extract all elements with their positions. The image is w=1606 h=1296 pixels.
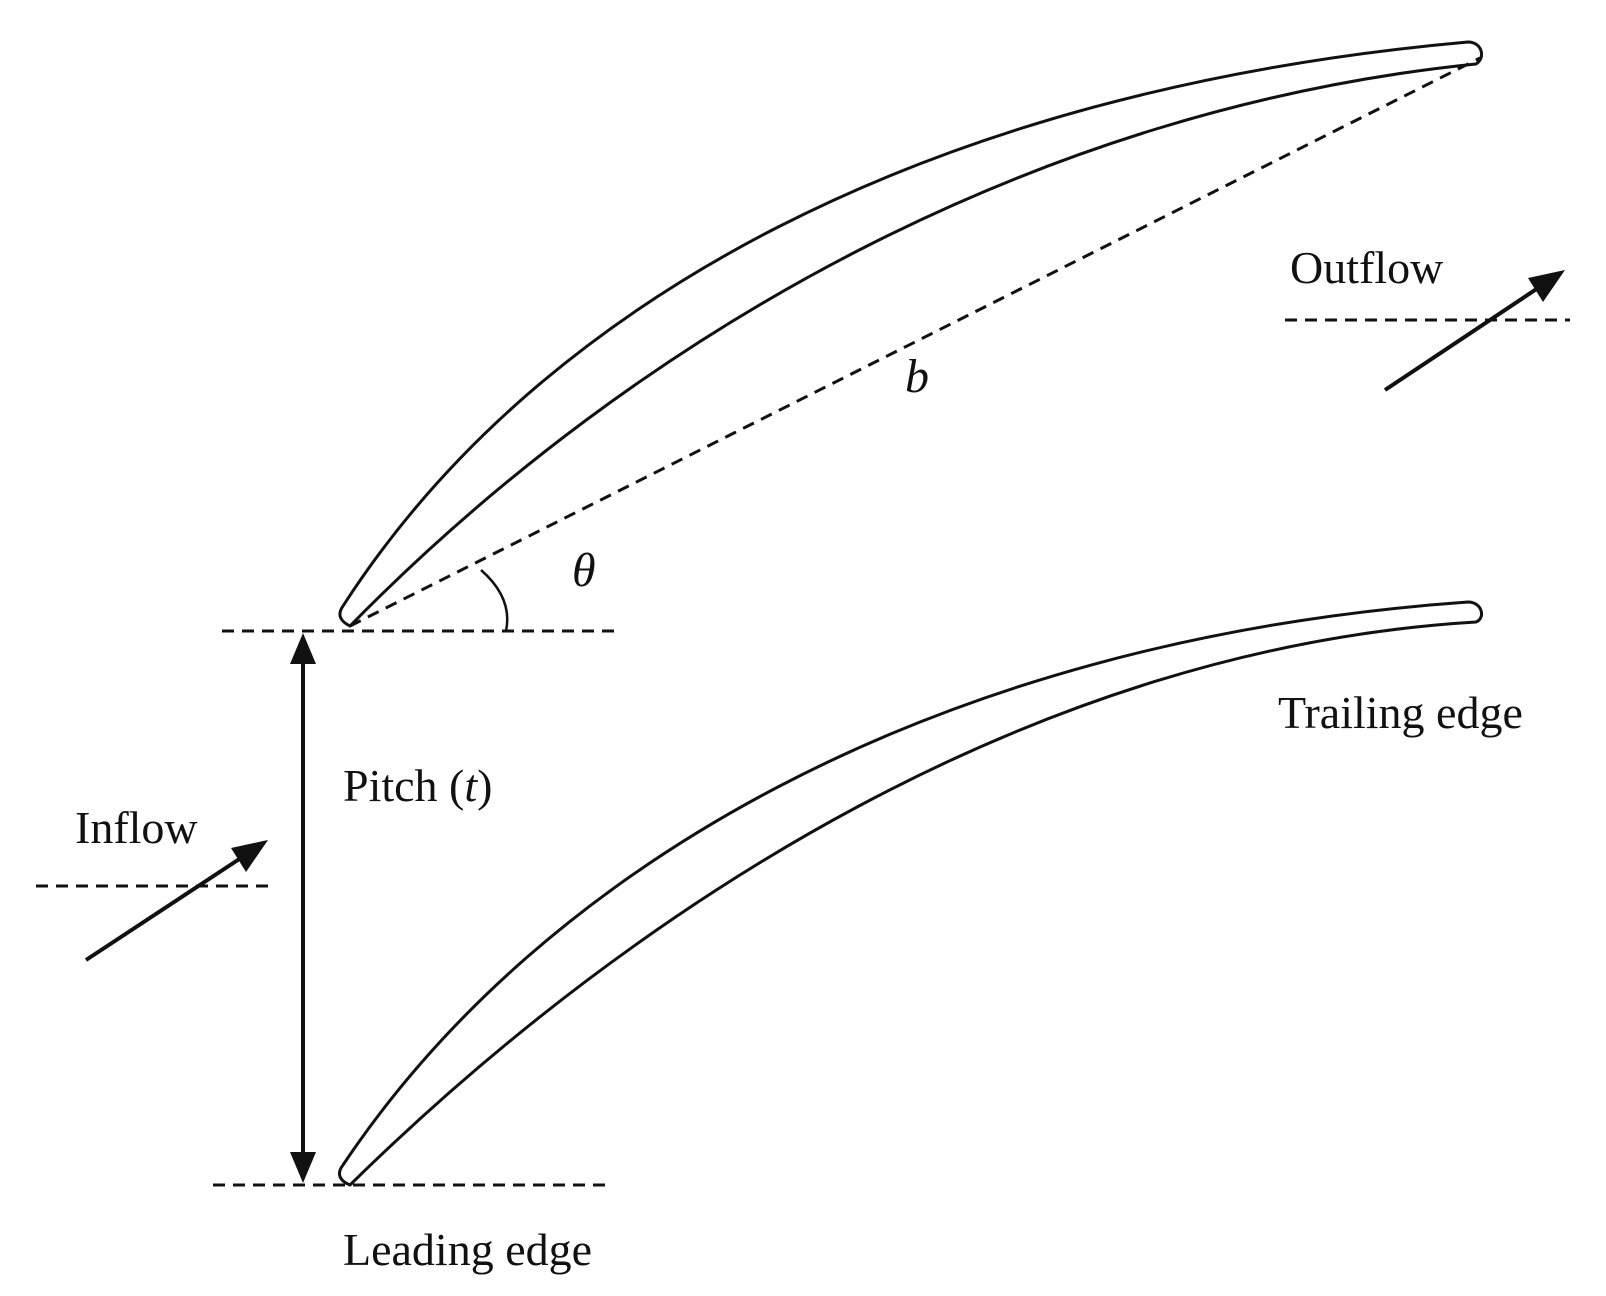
inflow-label: Inflow	[75, 802, 198, 853]
pitch-arrow	[290, 633, 316, 1183]
pitch-label-text: Pitch (	[343, 760, 464, 811]
chord-line	[349, 56, 1481, 628]
leading-edge-label: Leading edge	[343, 1224, 592, 1275]
outflow-arrow	[1285, 270, 1570, 392]
lower-blade	[338, 600, 1484, 1187]
inflow-arrow	[36, 840, 272, 962]
outflow-label: Outflow	[1290, 242, 1444, 293]
upper-blade	[338, 40, 1484, 628]
angle-arc	[480, 569, 509, 632]
chord-label: b	[905, 350, 929, 403]
pitch-label-symbol: t	[464, 760, 478, 811]
pitch-label: Pitch (t)	[343, 760, 493, 811]
angle-label: θ	[572, 544, 596, 597]
trailing-edge-label: Trailing edge	[1278, 687, 1523, 738]
pitch-label-close: )	[477, 760, 492, 811]
